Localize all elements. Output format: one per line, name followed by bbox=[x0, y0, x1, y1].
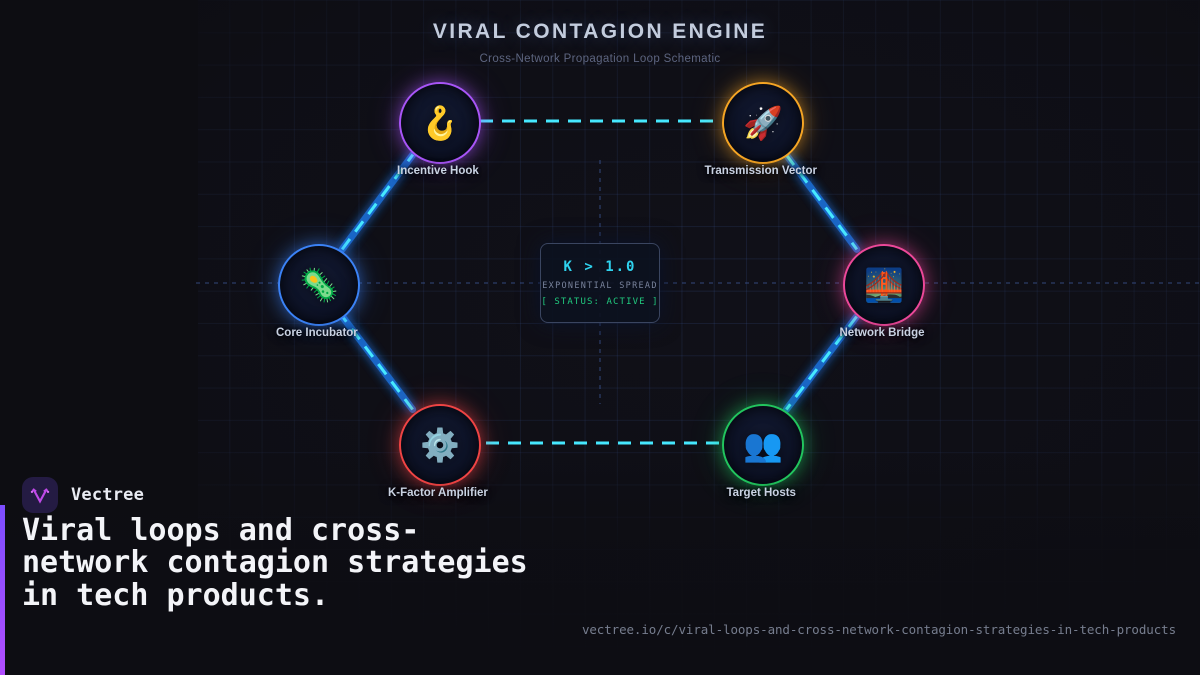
brand-lockup: Vectree bbox=[22, 477, 144, 513]
hook-icon: 🪝 bbox=[420, 105, 460, 141]
flow-dashes-k-factor-amplifier-to-core-incubator bbox=[341, 315, 414, 411]
node-network-bridge[interactable]: 🌉 bbox=[843, 244, 925, 326]
flow-dashes-network-bridge-to-target-hosts bbox=[785, 315, 858, 411]
flow-dashes-transmission-vector-to-network-bridge bbox=[784, 153, 859, 251]
node-label-core-incubator: Core Incubator bbox=[276, 327, 358, 339]
vectree-logo-icon bbox=[22, 477, 58, 513]
article-url: vectree.io/c/viral-loops-and-cross-netwo… bbox=[581, 622, 1176, 637]
accent-bar bbox=[0, 505, 5, 675]
node-transmission-vector[interactable]: 🚀 bbox=[722, 82, 804, 164]
page-subtitle: Cross-Network Propagation Loop Schematic bbox=[479, 53, 721, 65]
k-factor-label: EXPONENTIAL SPREAD bbox=[542, 281, 658, 291]
bottom-gradient-overlay bbox=[0, 445, 1200, 675]
node-incentive-hook[interactable]: 🪝 bbox=[399, 82, 481, 164]
node-label-target-hosts: Target Hosts bbox=[726, 487, 796, 499]
flow-dashes-core-incubator-to-incentive-hook bbox=[340, 153, 415, 251]
people-icon: 👥 bbox=[743, 427, 783, 463]
headline-text: Viral loops and cross-network contagion … bbox=[22, 513, 528, 613]
node-k-factor-amplifier[interactable]: ⚙️ bbox=[399, 404, 481, 486]
node-label-network-bridge: Network Bridge bbox=[839, 327, 925, 339]
rocket-icon: 🚀 bbox=[743, 105, 783, 141]
node-label-k-factor-amplifier: K-Factor Amplifier bbox=[388, 487, 488, 499]
k-factor-status-box: K > 1.0 EXPONENTIAL SPREAD [ STATUS: ACT… bbox=[540, 243, 660, 323]
node-label-incentive-hook: Incentive Hook bbox=[397, 165, 479, 177]
k-factor-value: K > 1.0 bbox=[563, 259, 637, 275]
brand-name: Vectree bbox=[71, 485, 145, 505]
status-badge: [ STATUS: ACTIVE ] bbox=[541, 297, 659, 307]
node-label-transmission-vector: Transmission Vector bbox=[704, 165, 818, 177]
gear-icon: ⚙️ bbox=[420, 427, 460, 463]
page-title: VIRAL CONTAGION ENGINE bbox=[432, 20, 768, 43]
diagram-header: VIRAL CONTAGION ENGINE Cross-Network Pro… bbox=[0, 20, 1200, 65]
background-grid bbox=[197, 0, 1200, 675]
bridge-icon: 🌉 bbox=[864, 267, 904, 303]
node-target-hosts[interactable]: 👥 bbox=[722, 404, 804, 486]
node-core-incubator[interactable]: 🦠 bbox=[278, 244, 360, 326]
microbe-icon: 🦠 bbox=[299, 267, 339, 303]
